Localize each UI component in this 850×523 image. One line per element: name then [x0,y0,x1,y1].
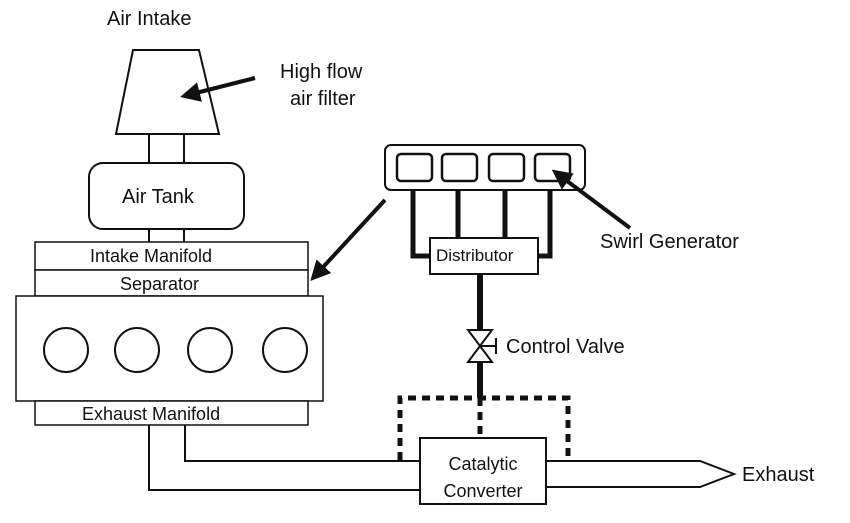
exhaust-outlet-pipe [546,460,737,488]
distributor-box [429,237,539,275]
separator-feed-arrow [310,198,387,281]
cylinder-4 [262,327,308,373]
exhaust-manifold-label: Exhaust Manifold [82,404,221,424]
cylinder-3 [187,327,233,373]
swirl-chamber-2 [440,152,479,183]
filter-pointer-arrow [180,76,256,102]
exhaust-pipe-outer [148,425,420,491]
feed-line-1 [410,190,430,259]
swirl-chamber-3 [487,152,526,183]
intake-manifold-box [34,241,309,271]
separator-box [34,269,309,297]
cylinder-2 [114,327,160,373]
intake-manifold-label: Intake Manifold [90,246,213,266]
separator-label: Separator [120,274,200,294]
air-filter-shape [114,49,221,135]
distributor-label: Distributor [436,246,514,265]
filter-label-line2: air filter [290,88,356,110]
catalytic-label-line1: Catalytic [448,454,518,474]
exhaust-label: Exhaust [742,464,815,486]
exhaust-manifold-box [34,400,309,426]
air-intake-label: Air Intake [107,8,192,30]
air-tank-box [88,162,245,230]
cylinder-1 [43,327,89,373]
air-tank-label: Air Tank [122,186,194,208]
injection-dashed-frame [397,395,571,460]
catalytic-converter-box [419,437,547,505]
swirl-pointer-arrow [551,169,632,230]
filter-label-line1: High flow [280,61,363,83]
feed-line-4 [538,190,553,259]
control-valve-upper [466,329,494,348]
swirl-generator-label: Swirl Generator [600,231,739,253]
swirl-chamber-1 [395,152,434,183]
control-valve-label: Control Valve [506,336,625,358]
control-valve-lower [466,344,494,363]
exhaust-pipe-inner [184,425,420,462]
catalytic-label-line2: Converter [443,481,523,501]
